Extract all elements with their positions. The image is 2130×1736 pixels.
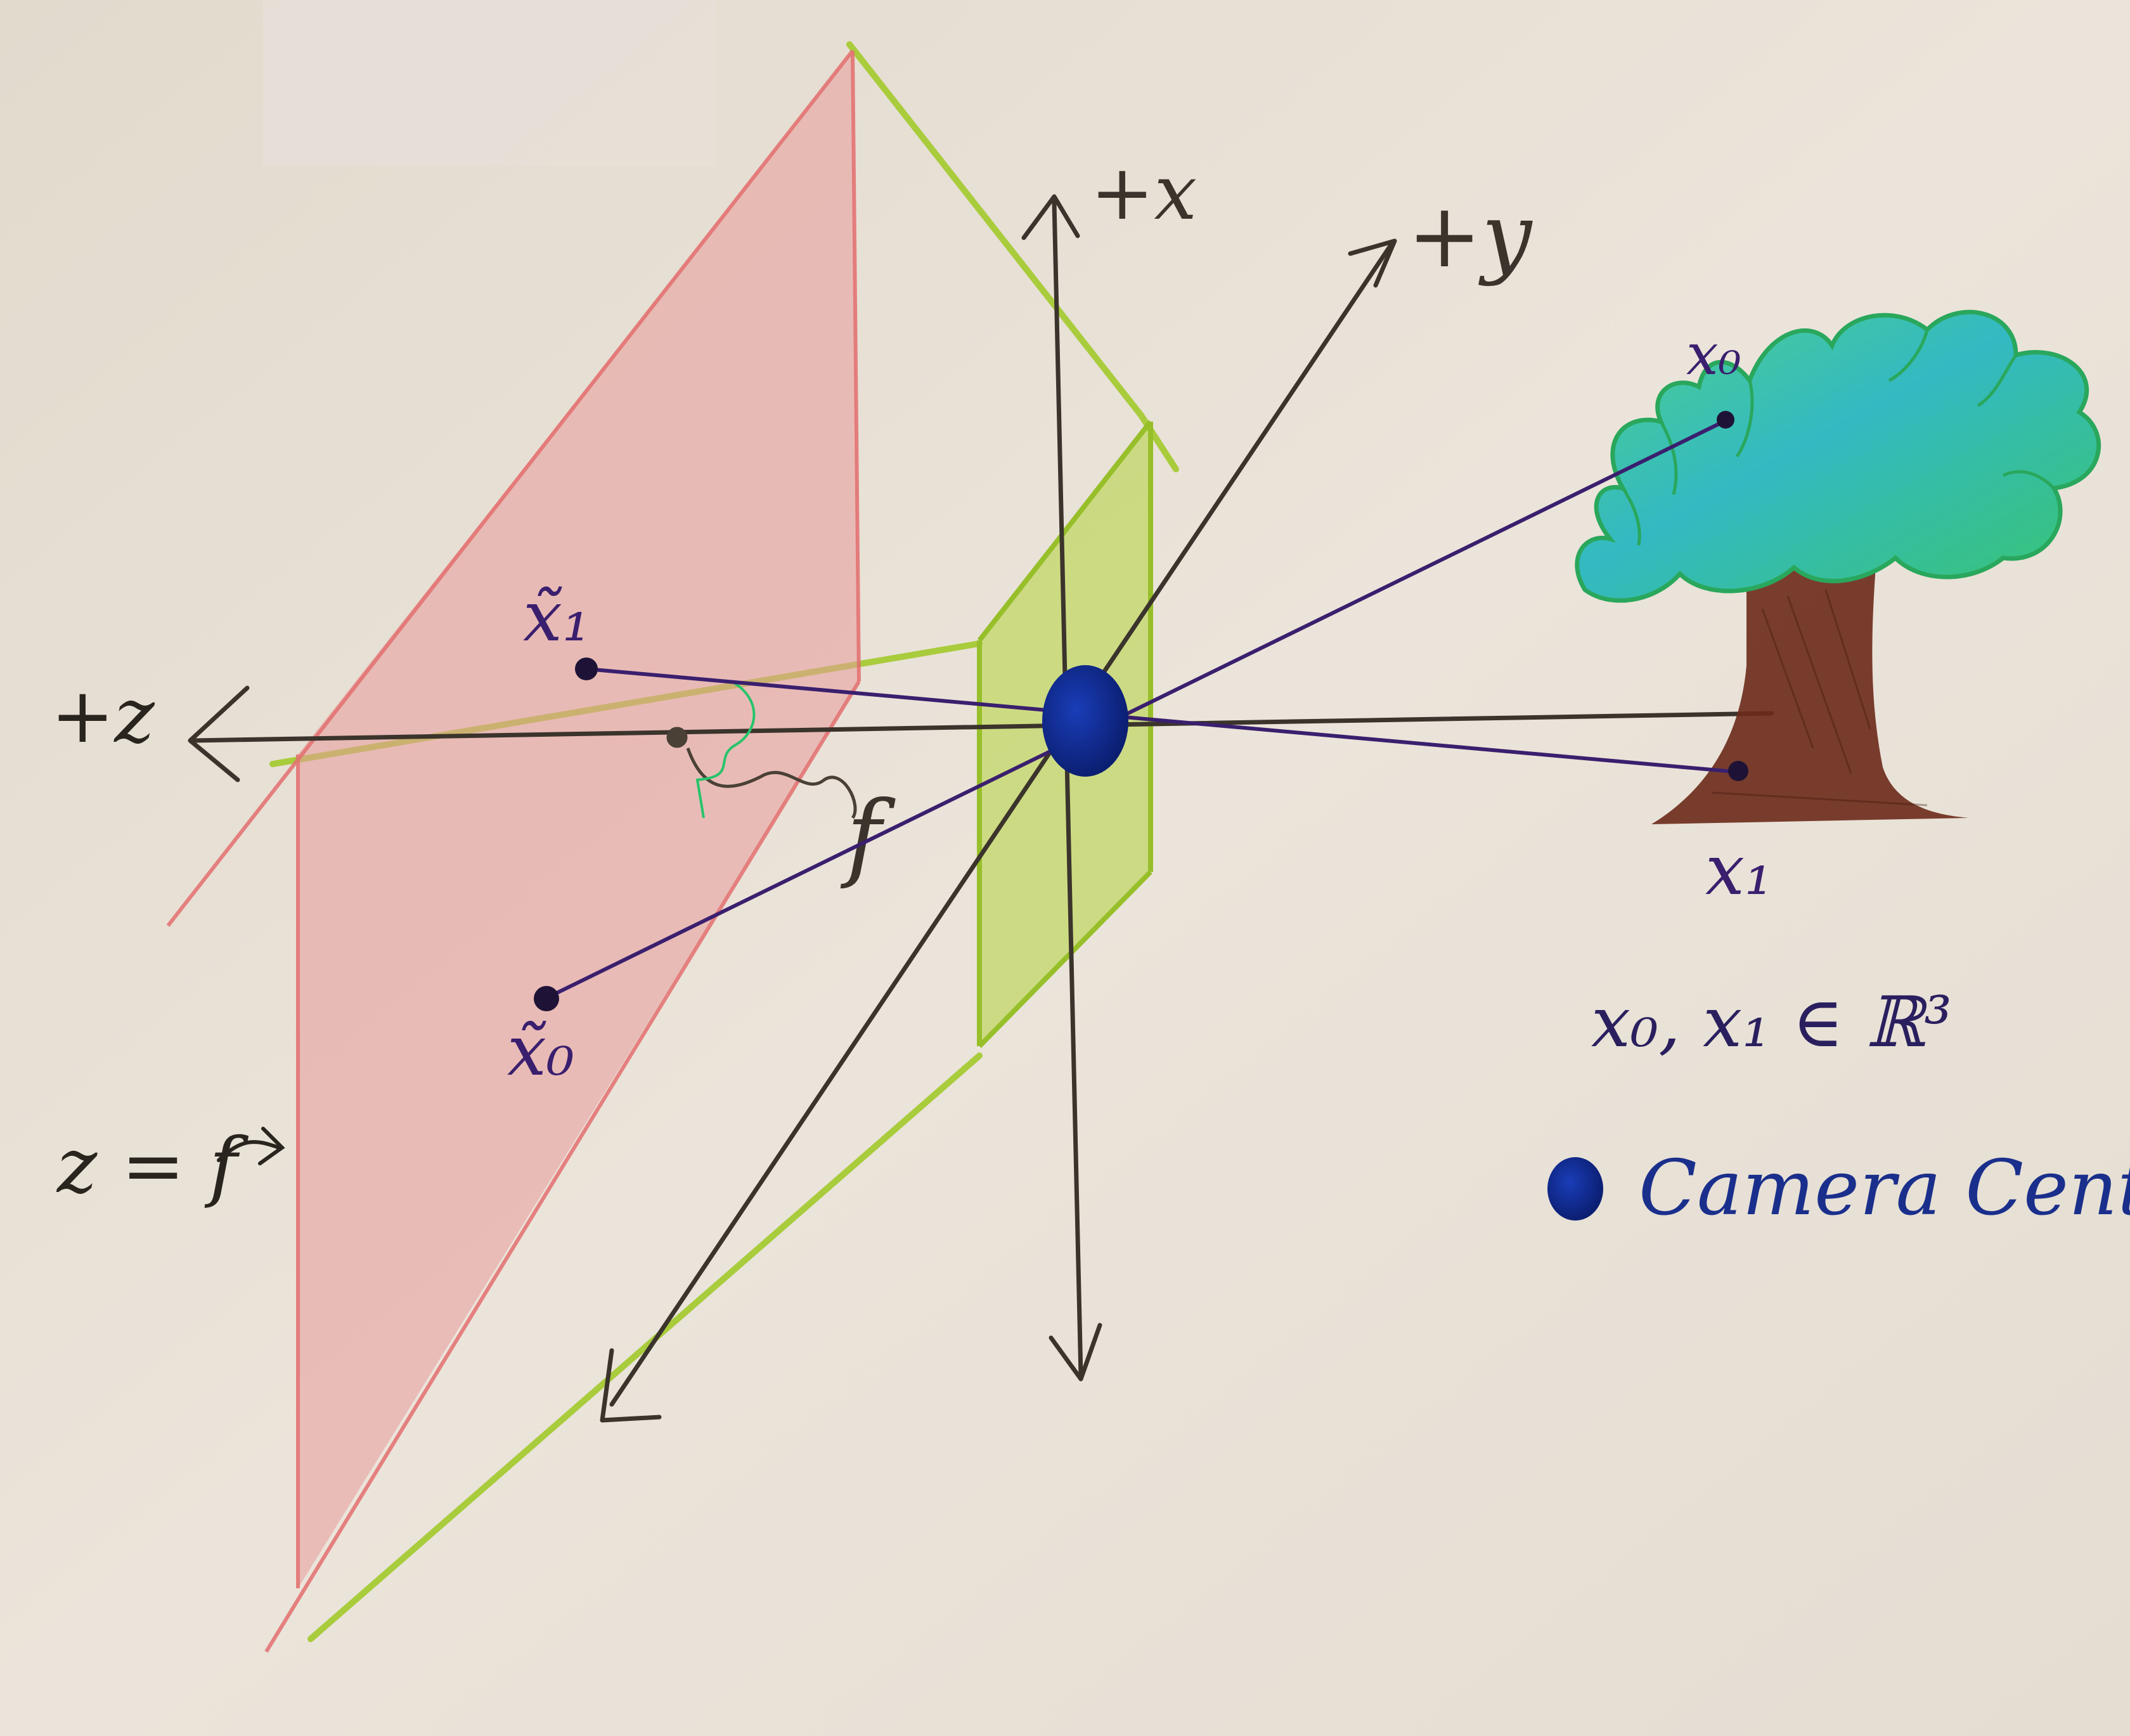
point-x0-marker (1717, 411, 1734, 429)
y-axis-tail-arrowhead (600, 1348, 662, 1423)
scene-points (534, 411, 1748, 1011)
right-angle-mark (695, 680, 756, 819)
paper-light-patch (263, 0, 716, 166)
tree-illustration (1575, 309, 2101, 824)
z-axis-line (191, 711, 1774, 743)
x-axis-tail-arrowhead (1049, 1323, 1102, 1382)
x-axis-label: +x (1090, 149, 1197, 237)
tree-trunk (1651, 558, 1968, 824)
y-axis-label: +y (1407, 185, 1533, 288)
point-x0-label: x₀ (1686, 321, 1741, 388)
membership-note: x₀, x₁ ∈ ℝ³ (1591, 981, 1952, 1063)
image-plane-edges (166, 49, 861, 1653)
legend-camera-center-swatch (1547, 1157, 1603, 1221)
projection-rays (544, 418, 1741, 1001)
point-x1-label: x₁ (1705, 829, 1772, 910)
plane-equation-label: z = f (56, 1122, 249, 1210)
x-axis-line (1052, 200, 1083, 1378)
plane-equation-arrow (217, 1127, 285, 1165)
z-axis-label: +z (51, 672, 155, 760)
image-point-x1-marker (575, 657, 598, 680)
legend: Camera Center (1547, 1144, 2130, 1233)
image-plane (298, 51, 859, 1588)
legend-camera-center-label: Camera Center (1639, 1144, 2130, 1233)
point-x1-marker (1728, 761, 1748, 781)
x-axis-arrowhead (1021, 194, 1080, 240)
y-axis-line (609, 242, 1394, 1407)
focal-length-brace (666, 727, 857, 819)
y-axis-arrowhead (1348, 238, 1397, 288)
image-point-x1-label: x̃₁ (523, 576, 590, 657)
image-point-x0-label: x̃₀ (507, 1010, 574, 1091)
axes (188, 194, 1774, 1423)
tree-foliage (1575, 309, 2101, 603)
camera-plane-edges (977, 420, 1153, 1048)
z-axis-arrowhead (188, 685, 250, 782)
image-point-x0-marker (534, 986, 559, 1011)
ray-x1 (586, 667, 1741, 774)
camera-center-dot (1042, 665, 1128, 777)
ray-x0 (544, 418, 1729, 1001)
